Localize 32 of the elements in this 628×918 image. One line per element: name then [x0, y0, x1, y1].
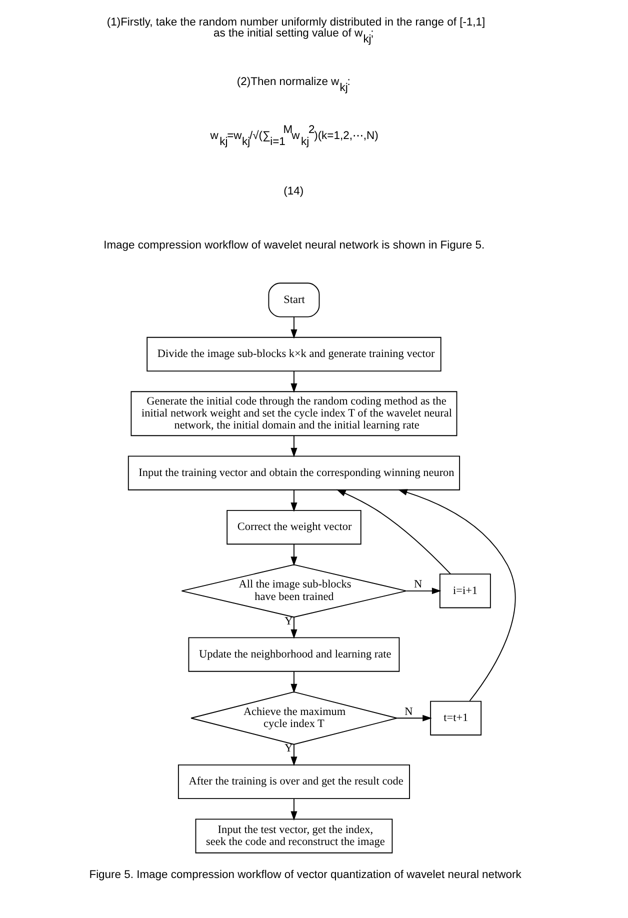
arrow: [290, 370, 297, 393]
node-box: Start: [268, 282, 320, 318]
edge-label: Y: [284, 615, 292, 628]
arrow: [336, 489, 451, 574]
label: (14): [283, 185, 304, 198]
edge-label: N: [414, 578, 422, 591]
arrow: [290, 744, 297, 766]
edge-label: Y: [284, 742, 292, 755]
arrow: [290, 798, 297, 821]
node-box: i=i+1: [438, 574, 490, 608]
label: Image compression workflow of wavelet neural network is shown in Figure 5.: [103, 240, 484, 252]
arrow: [290, 490, 297, 512]
arrow: [290, 544, 297, 566]
arrow: [290, 671, 297, 694]
caption: Figure 5. Image compression workflow of vector quantization of wavelet neural network: [88, 868, 521, 881]
node-box: After the training is over and get the result code: [177, 764, 410, 800]
arrow: [290, 616, 297, 639]
edge-label: N: [404, 706, 412, 718]
node-diamond: Achieve the maximum cycle index T: [190, 691, 397, 745]
node-box: Input the test vector, get the index, seek the code and reconstruct the image: [194, 818, 392, 854]
arrow: [405, 588, 441, 594]
node-box: Generate the initial code through the random coding method as the initial network weight and set the cycle index T of the wavelet neural network, the initial domain and the initial learning rate: [130, 391, 457, 436]
node-box: t=t+1: [430, 700, 482, 736]
arrow: [290, 435, 297, 458]
arrow: [290, 316, 297, 339]
node-box: Divide the image sub-blocks k×k and generate training vector: [146, 336, 441, 372]
node-diamond: All the image sub-blocks have been trained: [180, 564, 406, 618]
node-box: Correct the weight vector: [226, 510, 361, 545]
arrow: [396, 714, 432, 722]
arrow: [397, 489, 516, 702]
node-box: Update the neighborhood and learning rate: [188, 637, 400, 672]
node-box: Input the training vector and obtain the corresponding winning neuron: [127, 456, 460, 490]
